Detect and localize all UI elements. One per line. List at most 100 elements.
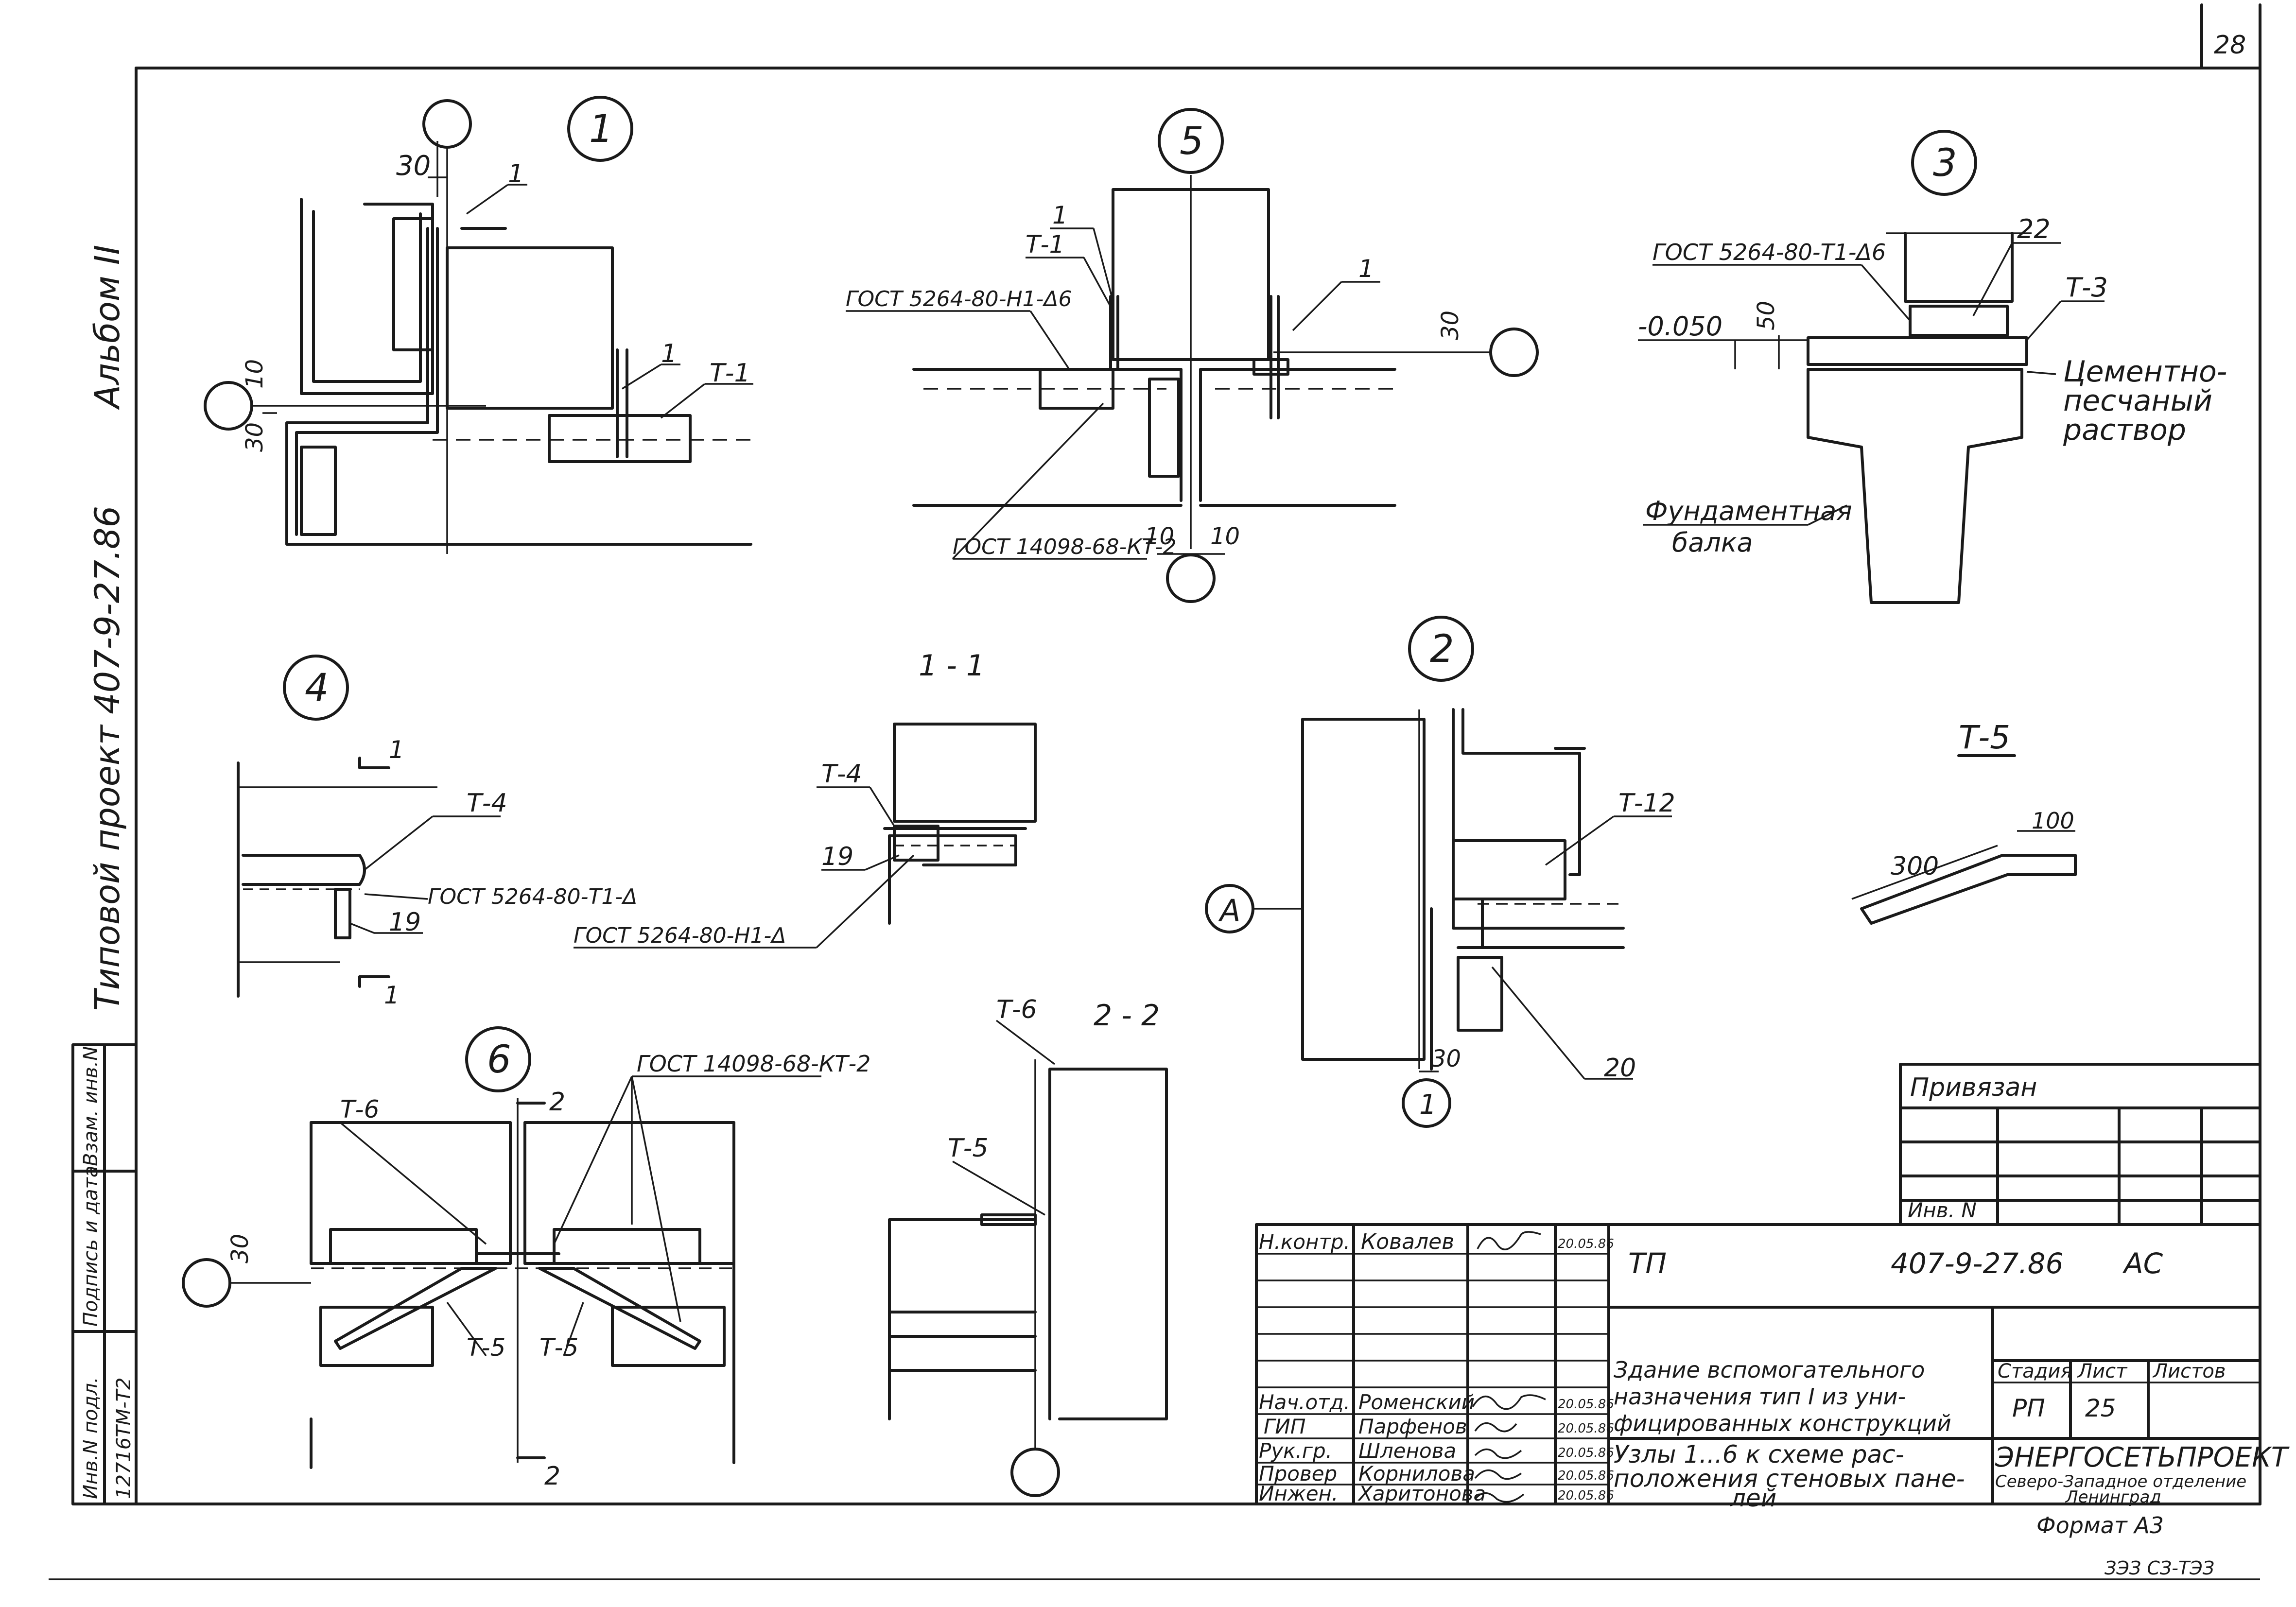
inv-value: 12716ТМ-Т2 (113, 1377, 135, 1499)
t5-dim-100: 100 (2032, 808, 2074, 834)
sheet-frame (49, 3, 2261, 1580)
leader-T1-5: Т-1 (1026, 230, 1064, 259)
node-1-tag-circle (567, 96, 633, 162)
detail-T5: Т-5 300 100 (1851, 719, 2077, 925)
node-3-tag-circle (1911, 130, 1977, 196)
foundation-beam (1807, 368, 2023, 604)
brick-wall (1301, 718, 1426, 1061)
beam-line2: балка (1672, 527, 1753, 558)
date-0: 20.05.86 (1558, 1237, 1614, 1251)
stage-header: Стадия (1998, 1360, 2072, 1382)
node-6-sec-top: 2 (549, 1088, 565, 1117)
title1-line2: назначения тип I из уни- (1614, 1383, 1906, 1410)
node-6-sec-bot: 2 (544, 1462, 560, 1491)
cement-mortar (1807, 336, 2028, 366)
node-6-gost: ГОСТ 14098-68-КТ-2 (637, 1051, 870, 1077)
concrete-column (446, 246, 614, 410)
bottom-code: ЗЭЗ СЗ-ТЭЗ (2105, 1557, 2214, 1579)
org-sub: Северо-Западное отделение (1995, 1472, 2246, 1491)
node-4: 4 1 1 Т-4 ГОСТ 5264-80-Т1-Δ 19 (237, 655, 637, 1009)
node-2: 2 А 1 30 Т-12 20 (1205, 616, 1675, 1128)
role-inzhen: Инжен. (1259, 1482, 1338, 1505)
leader-20: 20 (1604, 1054, 1636, 1083)
t5-title: Т-5 (1959, 719, 2010, 756)
signatures (1472, 1231, 1546, 1503)
node-5: 5 30 10 10 ГОСТ 5264-80-Н1-Δ6 ГОСТ 14098… (846, 108, 1539, 603)
node-6-tag-circle (465, 1026, 531, 1092)
name-parfenov: Парфенов (1358, 1415, 1467, 1438)
node-1-dim-30b: 30 (241, 422, 268, 452)
privyazan-label: Привязан (1910, 1073, 2037, 1102)
node-5-tag-circle (1158, 108, 1224, 174)
node-3-level: -0.050 (1638, 311, 1722, 342)
node-4-sec-top: 1 (389, 736, 404, 764)
axis-bubble (1166, 553, 1216, 603)
role-gip: ГИП (1264, 1415, 1305, 1438)
mortar-line2: песчаный (2063, 384, 2212, 418)
section-1-1-title: 1 - 1 (919, 649, 985, 683)
leader-1a: 1 (508, 159, 524, 189)
sheet-number: 28 (2214, 31, 2246, 60)
axis-bubble (422, 99, 472, 149)
title2-line2: положения стеновых пане- (1614, 1465, 1965, 1493)
album-label: Альбом II (87, 245, 127, 410)
section-1-1: 1 - 1 Т-4 19 ГОСТ 5264-80-Н1-Δ (574, 649, 1037, 949)
role-prover: Провер (1259, 1462, 1337, 1486)
sheet-header: Лист (2077, 1360, 2128, 1382)
vzam-label: Взам. инв.N (80, 1046, 102, 1166)
leader-T3: Т-3 (2066, 272, 2108, 303)
node-5-dim-30: 30 (1437, 311, 1464, 340)
leader-1-5b: 1 (1358, 255, 1374, 283)
s11-leader-19: 19 (821, 842, 853, 871)
node-3-gost: ГОСТ 5264-80-Т1-Δ6 (1652, 239, 1886, 265)
leader-22: 22 (2017, 214, 2051, 244)
name-kovalev: Ковалев (1361, 1229, 1454, 1254)
date-4: 20.05.86 (1558, 1469, 1614, 1483)
date-5: 20.05.86 (1558, 1488, 1614, 1503)
node-2-dim-30: 30 (1431, 1045, 1461, 1072)
axis-bubble (204, 381, 253, 431)
node-2-axis-num: 1 (1419, 1089, 1437, 1121)
date-3: 20.05.86 (1558, 1446, 1614, 1460)
node-3-dim-50: 50 (1753, 301, 1780, 330)
name-shlenova: Шленова (1358, 1439, 1456, 1463)
t5-dim-300: 300 (1891, 852, 1939, 881)
name-romenskiy: Роменский (1358, 1390, 1475, 1414)
beam-line1: Фундаментная (1645, 496, 1852, 526)
org-name: ЭНЕРГОСЕТЬПРОЕКТ (1995, 1442, 2290, 1473)
node-1-dim-30: 30 (396, 150, 431, 182)
node-1-dim-10: 10 (241, 359, 268, 389)
node-3: 3 -0.050 50 ГОСТ 5264-80-Т1-Δ6 22 Т-3 Це… (1638, 130, 2227, 604)
stage-value: РП (2012, 1394, 2045, 1422)
node-3-tag: 3 (1933, 141, 1957, 185)
leader-T4: Т-4 (467, 789, 507, 818)
node-5-dim-10b: 10 (1210, 523, 1240, 550)
node-2-axis: А (1218, 893, 1240, 928)
stamp-mark: АС (2122, 1247, 2163, 1280)
title2-line3: лей (1730, 1484, 1776, 1512)
axis-bubble (1489, 328, 1539, 377)
mortar-line1: Цементно- (2063, 355, 2227, 389)
leader-T1: Т-1 (710, 359, 750, 388)
name-kornilova: Корнилова (1358, 1462, 1475, 1486)
inv-podl-label: Инв.N подл. (80, 1377, 102, 1499)
inv-table (71, 1043, 138, 1505)
node-5-gost-bot: ГОСТ 14098-68-КТ-2 (953, 535, 1176, 559)
s22-leader-T6: Т-6 (996, 995, 1037, 1024)
node-1-tag: 1 (589, 107, 613, 151)
title2-line1: Узлы 1...6 к схеме рас- (1614, 1440, 1904, 1469)
s22-leader-T5: Т-5 (948, 1134, 989, 1163)
node-5-tag: 5 (1180, 120, 1204, 163)
role-n-kontr: Н.контр. (1259, 1230, 1350, 1254)
date-1: 20.05.86 (1558, 1397, 1614, 1412)
role-ruk-gr: Рук.гр. (1259, 1439, 1332, 1463)
leader-T12: Т-12 (1618, 789, 1675, 818)
node-2-tag-circle (1408, 616, 1474, 682)
title1-line1: Здание вспомогательного (1614, 1357, 1925, 1383)
node-4-sec-bot: 1 (384, 981, 400, 1009)
node-2-tag: 2 (1430, 627, 1454, 671)
title1-line3: фицированных конструкций (1614, 1410, 1951, 1436)
node-4-gost2: ГОСТ 5264-80-Н1-Δ (574, 923, 786, 948)
org-city: Ленинград (2065, 1487, 2161, 1507)
